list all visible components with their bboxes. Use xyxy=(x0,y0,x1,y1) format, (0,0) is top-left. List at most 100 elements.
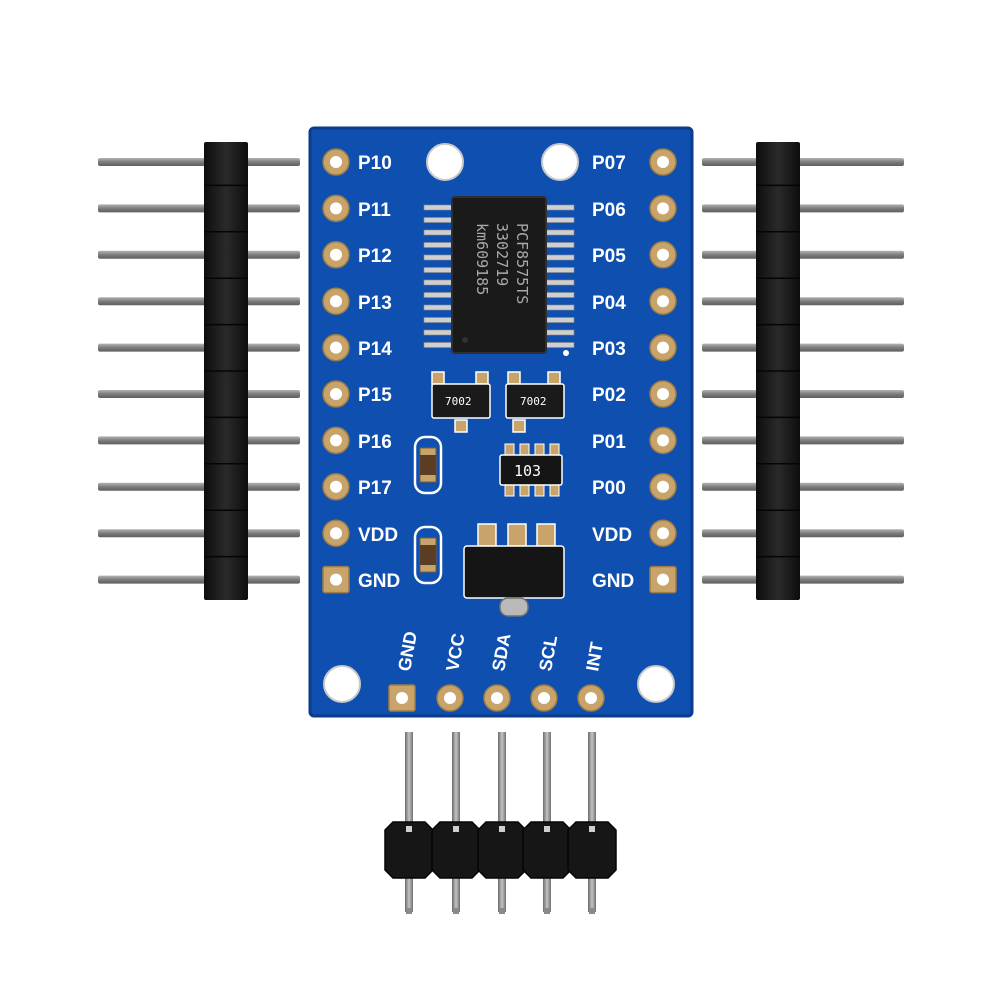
label-p13: P13 xyxy=(358,293,392,314)
right-labels: P07 P06 P05 P04 P03 P02 P01 P00 VDD GND xyxy=(592,153,634,592)
right-header-pin xyxy=(702,343,904,352)
right-pad-hole xyxy=(657,388,669,400)
right-pad-hole xyxy=(657,248,669,261)
left-pad-hole xyxy=(330,388,342,400)
left-header-pin xyxy=(98,575,300,584)
label-p06: P06 xyxy=(592,200,626,221)
pcf8575-chip: PCF8575TS 3302719 km609185 xyxy=(423,196,575,354)
capacitor-upper xyxy=(413,435,443,495)
right-header-pin xyxy=(702,297,904,306)
chip-lead xyxy=(543,329,575,336)
chip-lead xyxy=(423,317,455,323)
regulator-tab xyxy=(499,597,529,617)
left-header-pin xyxy=(98,343,300,352)
left-header-pin xyxy=(98,436,300,445)
right-header-pin xyxy=(702,436,904,445)
right-pad-hole xyxy=(657,434,669,447)
chip-lead xyxy=(423,204,455,211)
left-pad-hole xyxy=(330,573,342,586)
mounting-hole xyxy=(541,143,579,181)
chip-body xyxy=(451,196,547,354)
chip-lead xyxy=(423,329,455,336)
right-header-pin xyxy=(702,575,904,584)
label-p12: P12 xyxy=(358,246,392,267)
label-p15: P15 xyxy=(358,385,392,406)
mounting-hole xyxy=(323,665,361,703)
right-header-pin xyxy=(702,390,904,398)
resistor-array-marking: 103 xyxy=(514,462,541,480)
right-pad-hole xyxy=(657,527,669,540)
right-header-pin xyxy=(702,529,904,538)
pcb-board xyxy=(308,126,694,718)
right-header-pin xyxy=(702,158,904,166)
right-header-pin xyxy=(702,482,904,491)
chip-lead xyxy=(543,229,575,236)
mounting-hole xyxy=(426,143,464,181)
left-pad-hole xyxy=(330,156,342,168)
transistor-right: 7002 xyxy=(505,371,565,433)
left-pad-hole xyxy=(330,527,342,540)
label-p16: P16 xyxy=(358,432,392,453)
voltage-regulator xyxy=(463,523,565,617)
left-pad-hole xyxy=(330,434,342,447)
chip-marking-line-1: PCF8575TS xyxy=(513,223,531,304)
chip-lead xyxy=(423,242,455,248)
left-header-pin xyxy=(98,250,300,259)
right-header-pin xyxy=(702,250,904,259)
left-pad-hole xyxy=(330,248,342,261)
label-p04: P04 xyxy=(592,293,626,314)
pin1-indicator xyxy=(563,350,569,356)
label-p02: P02 xyxy=(592,385,626,406)
chip-lead xyxy=(543,204,575,211)
right-pad-hole xyxy=(657,156,669,168)
right-pads xyxy=(649,148,677,594)
chip-lead xyxy=(543,217,575,223)
bottom-pin-header xyxy=(384,732,617,914)
chip-lead xyxy=(423,254,455,261)
bottom-pad-hole xyxy=(396,692,408,704)
mounting-hole xyxy=(637,665,675,703)
chip-lead xyxy=(543,242,575,248)
chip-lead xyxy=(543,254,575,261)
right-pad-hole xyxy=(657,573,669,586)
left-pad-hole xyxy=(330,480,342,493)
chip-marking-line-3: km609185 xyxy=(473,223,491,295)
chip-lead xyxy=(423,304,455,311)
chip-lead xyxy=(423,279,455,286)
chip-marking-line-2: 3302719 xyxy=(493,223,511,286)
bottom-header-plastic xyxy=(567,821,617,879)
left-pin-header xyxy=(98,142,300,600)
left-header-pin xyxy=(98,390,300,398)
chip-pin1-dot xyxy=(462,337,468,343)
bottom-pad-hole xyxy=(491,692,503,704)
chip-marking: PCF8575TS 3302719 km609185 xyxy=(473,223,531,304)
label-p07: P07 xyxy=(592,153,626,174)
chip-lead xyxy=(543,342,575,348)
right-header-pin xyxy=(702,204,904,213)
left-pad-hole xyxy=(330,202,342,215)
left-pad-hole xyxy=(330,341,342,354)
label-p11: P11 xyxy=(358,200,391,221)
chip-leads xyxy=(423,204,575,348)
right-pad-hole xyxy=(657,202,669,215)
bottom-pad-hole xyxy=(538,692,550,704)
label-int: INT xyxy=(582,641,607,673)
label-vdd-left: VDD xyxy=(358,525,398,546)
chip-lead xyxy=(423,217,455,223)
label-p05: P05 xyxy=(592,246,626,267)
chip-lead xyxy=(543,317,575,323)
chip-lead xyxy=(543,304,575,311)
transistor-right-marking: 7002 xyxy=(520,395,547,408)
bottom-pads xyxy=(388,684,605,712)
label-p17: P17 xyxy=(358,478,392,499)
left-header-pin xyxy=(98,204,300,213)
transistor-left: 7002 xyxy=(431,371,491,433)
resistor-array: 103 xyxy=(499,443,563,497)
label-p14: P14 xyxy=(358,339,392,360)
label-p03: P03 xyxy=(592,339,626,360)
chip-lead xyxy=(423,229,455,236)
left-header-pin xyxy=(98,297,300,306)
right-pin-header xyxy=(702,142,904,600)
